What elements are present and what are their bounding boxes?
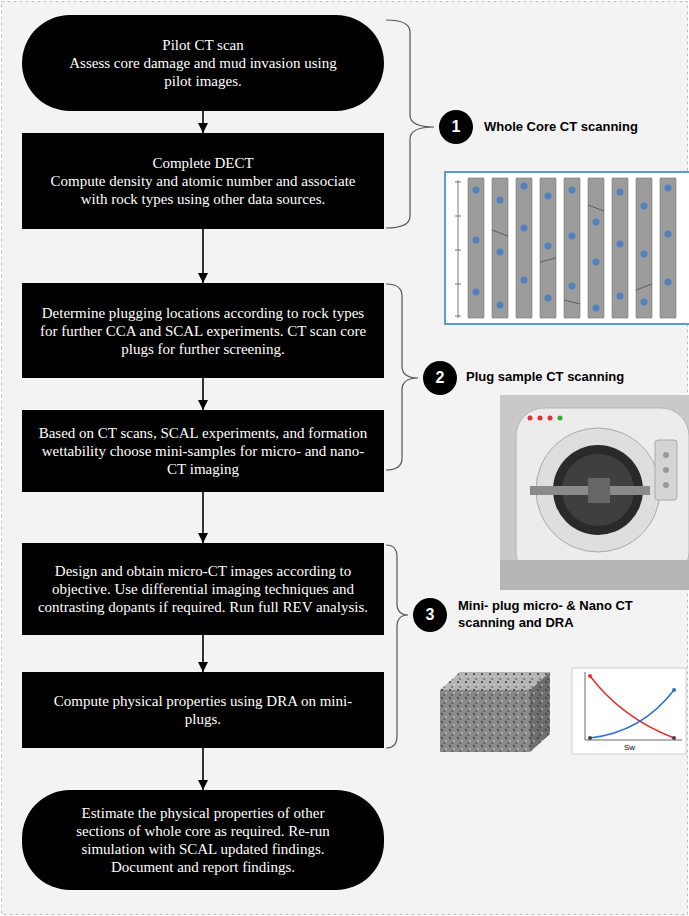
step-circle: 3 [413,598,447,632]
bracket [386,545,408,748]
step-circle: 1 [439,110,473,144]
process-box: Design and obtain micro-CT images accord… [22,543,384,635]
terminal-box: Pilot CT scanAssess core damage and mud … [22,15,384,111]
section-title: Mini- plug micro- & Nano CT scanning and… [458,598,684,632]
flow-arrow [202,378,204,410]
step-text: Design and obtain micro-CT images accord… [36,562,370,616]
section-title: Plug sample CT scanning [466,369,684,386]
flow-arrow [202,748,204,790]
step-text: Compute physical properties using DRA on… [36,692,370,728]
bracket [386,20,434,228]
step-circle: 2 [423,361,457,395]
step-text: Assess core damage and mud invasion usin… [66,54,340,90]
flow-arrow [202,492,204,543]
step-text: Estimate the physical properties of othe… [66,804,340,876]
terminal-box: Estimate the physical properties of othe… [22,790,384,890]
step-text: Based on CT scans, SCAL experiments, and… [36,424,370,478]
flow-arrow [202,635,204,672]
step-text: Compute density and atomic number and as… [36,172,370,208]
step-heading: Pilot CT scan [162,36,243,54]
micro-ct-cube [440,672,550,752]
section-title: Whole Core CT scanning [484,119,684,136]
process-box: Compute physical properties using DRA on… [22,672,384,748]
step-number: 1 [452,117,461,136]
bracket [386,284,418,470]
relperm-chart [572,668,686,754]
process-box: Complete DECTCompute density and atomic … [22,133,384,229]
flow-arrow [202,229,204,283]
ct-scanner-photo [500,395,689,590]
flow-arrow [202,111,204,133]
step-text: Determine plugging locations according t… [36,304,370,358]
process-box: Based on CT scans, SCAL experiments, and… [22,410,384,492]
step-number: 2 [436,368,445,387]
process-box: Determine plugging locations according t… [22,283,384,378]
step-number: 3 [426,605,435,624]
step-heading: Complete DECT [152,154,253,172]
core-image [445,172,689,324]
axis-label: Sw [623,744,636,752]
